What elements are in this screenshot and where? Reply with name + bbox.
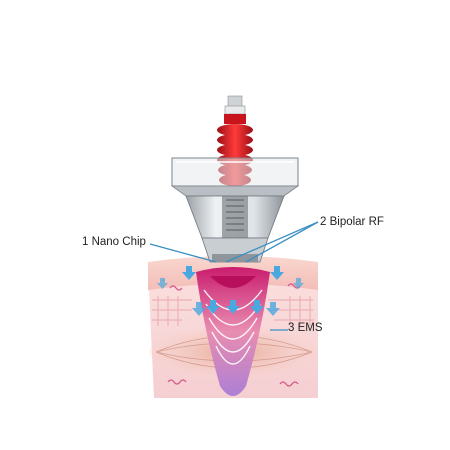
bipolar-rf-callout-2 [245, 221, 319, 263]
callout-lines [149, 221, 319, 331]
handpiece [170, 95, 300, 263]
energy-arrows [157, 266, 304, 316]
nano-chip-label: 1 Nano Chip [82, 236, 146, 248]
ems-label: 3 EMS [288, 322, 323, 334]
bipolar-rf-label: 2 Bipolar RF [320, 216, 384, 228]
nano-chip-callout [149, 243, 217, 263]
bipolar-rf-callout-1 [225, 221, 319, 263]
skin-cross-section [148, 256, 318, 398]
